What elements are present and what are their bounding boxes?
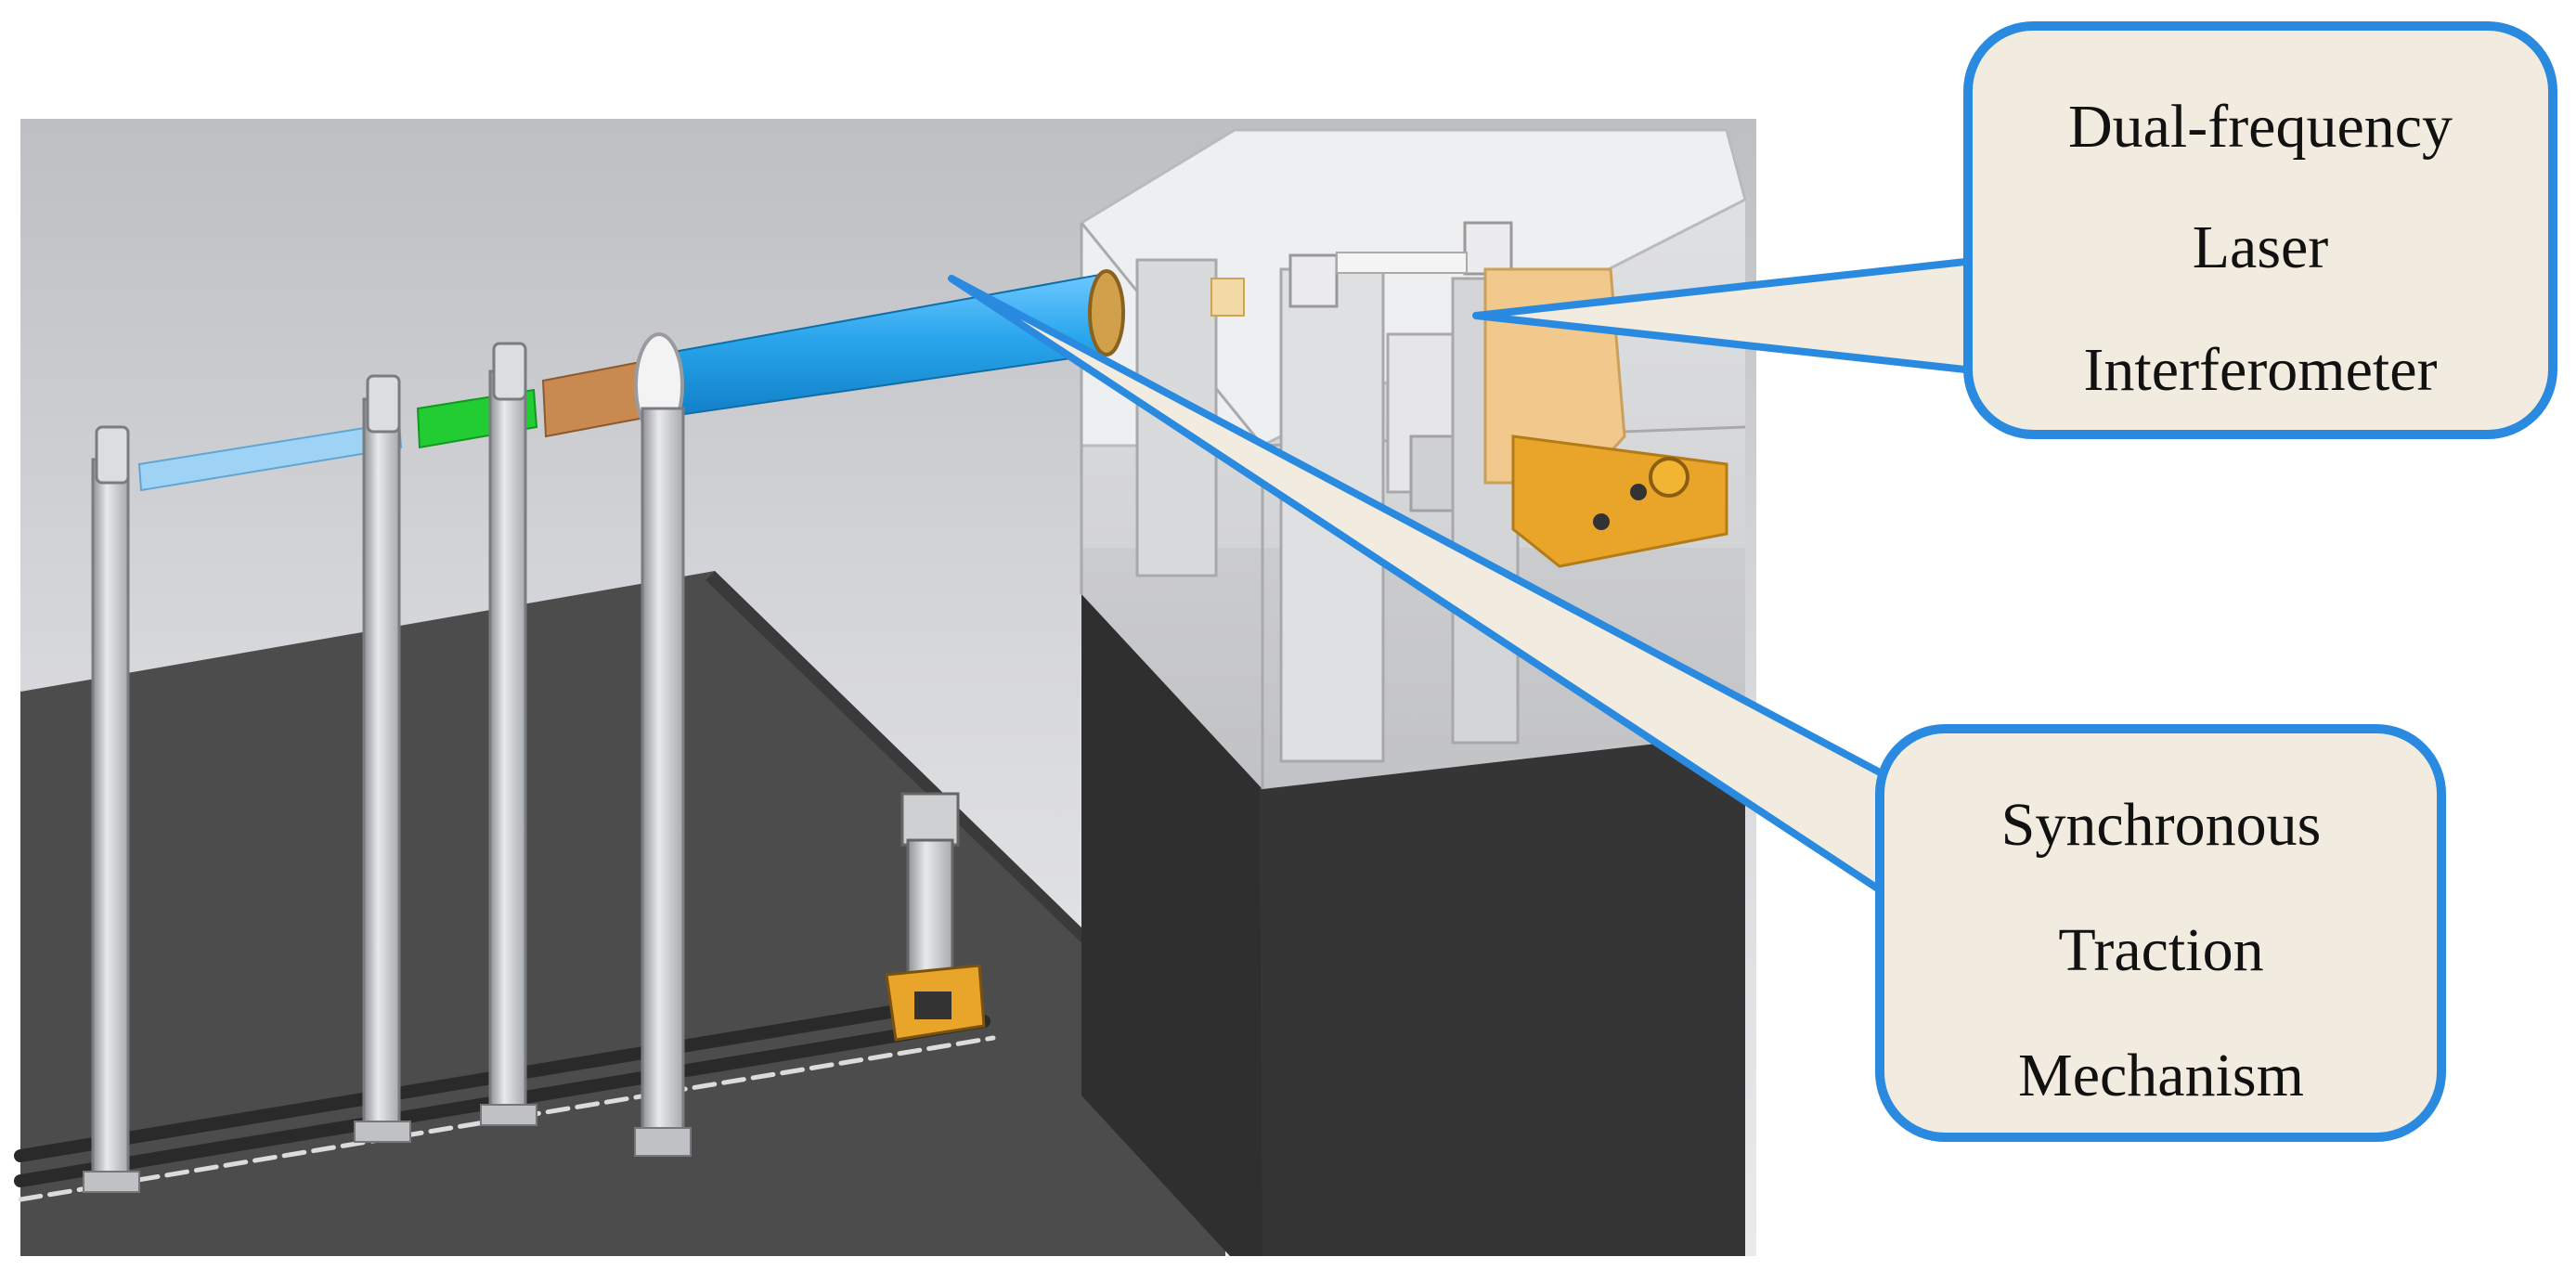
traction-callout-line-2: Traction	[2058, 916, 2263, 984]
support-post	[480, 342, 537, 1126]
support-posts	[83, 342, 692, 1193]
support-post	[83, 425, 140, 1193]
traction-callout-line-3: Mechanism	[2018, 1042, 2304, 1109]
support-post	[634, 407, 692, 1157]
optical-table	[20, 571, 1225, 1256]
laser-callout-line-1: Dual-frequency	[2068, 93, 2453, 161]
laser-callout-line-3: Interferometer	[2083, 336, 2437, 404]
laser-callout-box	[1963, 21, 2557, 439]
laser-callout: Dual-frequency Laser Interferometer	[1963, 21, 2557, 439]
traction-callout: Synchronous Traction Mechanism	[1875, 724, 2446, 1142]
light-blue-tube	[137, 421, 403, 492]
traction-callout-box	[1875, 724, 2446, 1142]
support-post	[354, 374, 411, 1143]
traction-callout-line-1: Synchronous	[2001, 791, 2322, 859]
laser-callout-line-2: Laser	[2193, 214, 2329, 281]
traction-carriage	[885, 792, 986, 1042]
